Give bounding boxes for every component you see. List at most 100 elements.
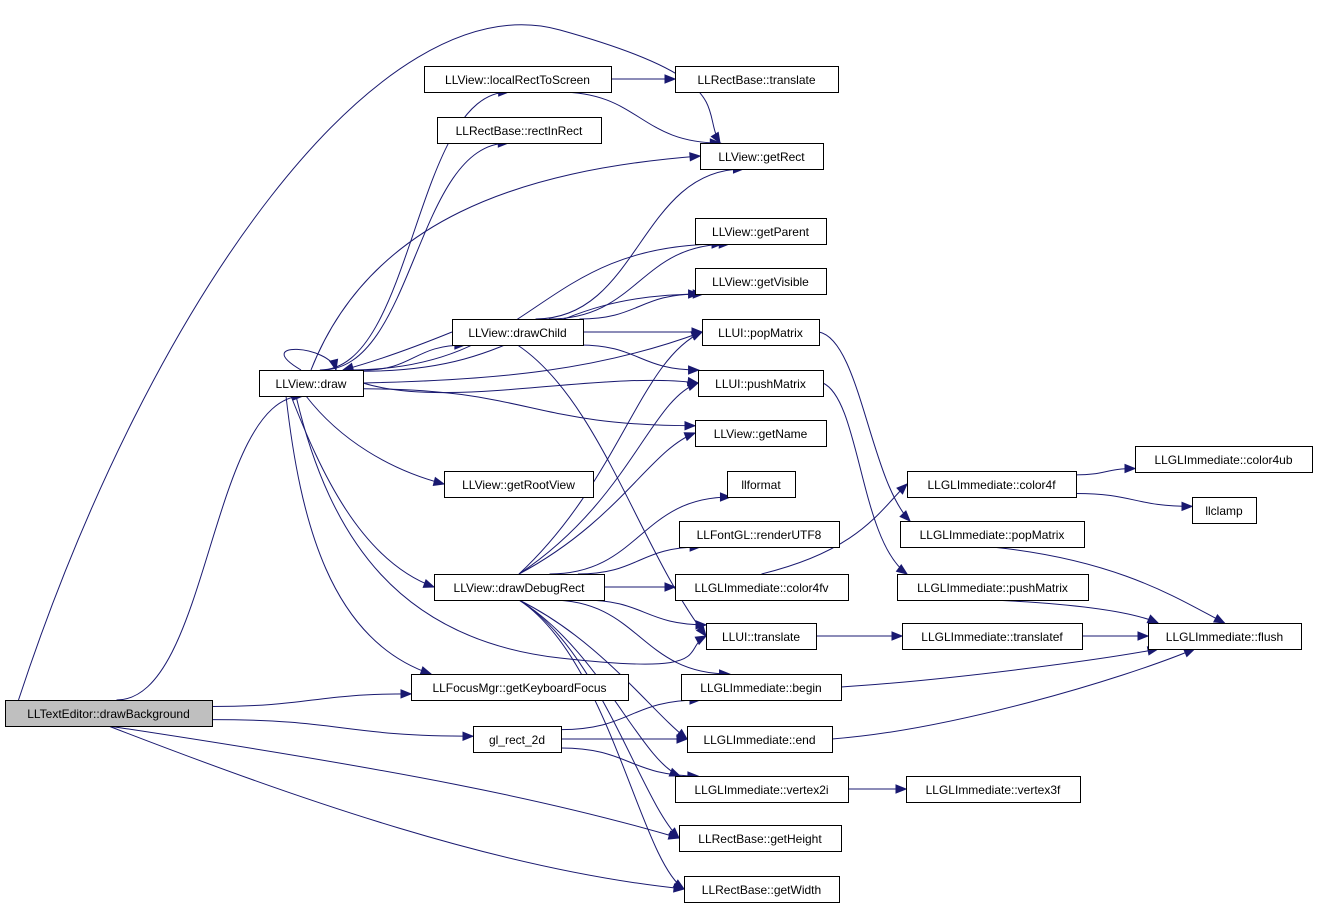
node-box-popMatrix[interactable] [702,319,820,346]
node-box-getHeight[interactable] [679,825,842,852]
edge-drawChild-to-getParent [548,243,730,320]
node-rectInRect[interactable]: LLRectBase::rectInRect [437,117,602,144]
node-getName[interactable]: LLView::getName [695,420,827,447]
node-drawChild[interactable]: LLView::drawChild [452,319,584,346]
node-box-getRect[interactable] [700,143,824,170]
node-gl_rect_2d[interactable]: gl_rect_2d [473,726,562,753]
edge-drawDebugRect-to-pushMatrix [518,382,699,575]
node-drawDebugRect[interactable]: LLView::drawDebugRect [434,574,605,601]
edge-draw-to-getRootView [305,395,445,485]
node-box-drawChild[interactable] [452,319,584,346]
node-box-color4ub[interactable] [1135,446,1313,473]
node-box-getWidth[interactable] [684,876,840,903]
edge-drawDebugRect-to-llformat-arrowhead [719,492,732,502]
node-box-localRectToScreen[interactable] [424,66,612,93]
node-box-glPushMatrix[interactable] [897,574,1089,601]
node-box-glPopMatrix[interactable] [900,521,1085,548]
node-box-getVisible[interactable] [695,268,827,295]
node-box-getName[interactable] [695,420,827,447]
node-end[interactable]: LLGLImmediate::end [687,726,833,753]
edge-drawChild-to-getVisible [579,293,699,320]
node-flush[interactable]: LLGLImmediate::flush [1148,623,1302,650]
node-box-getParent[interactable] [695,218,827,245]
edge-drawDebugRect-to-getWidth-arrowhead [672,879,686,890]
node-box-gl_rect_2d[interactable] [473,726,562,753]
node-glPopMatrix[interactable]: LLGLImmediate::popMatrix [900,521,1085,548]
node-box-getRootView[interactable] [444,471,594,498]
node-box-end[interactable] [687,726,833,753]
node-localRectToScreen[interactable]: LLView::localRectToScreen [424,66,612,93]
call-graph-nodes: LLTextEditor::drawBackground LLView::draw… [5,66,1313,903]
node-pushMatrix[interactable]: LLUI::pushMatrix [698,370,824,397]
edge-root-to-gl_rect_2d-arrowhead [462,731,475,741]
edge-gl_rect_2d-to-vertex2i [560,747,698,777]
edge-drawDebugRect-to-getName [518,432,696,575]
edge-glPopMatrix-to-flush-arrowhead [1212,613,1226,624]
node-begin[interactable]: LLGLImmediate::begin [681,674,842,701]
node-box-root[interactable] [5,700,213,727]
edge-root-to-getKeyboardFocus-arrowhead [400,689,413,699]
node-popMatrix[interactable]: LLUI::popMatrix [702,319,820,346]
node-color4fv[interactable]: LLGLImmediate::color4fv [675,574,849,601]
node-box-begin[interactable] [681,674,842,701]
edge-draw-to-draw [283,348,337,371]
edge-drawDebugRect-to-llformat [549,496,731,575]
node-box-vertex3f[interactable] [906,776,1081,803]
edge-translatef-to-flush-arrowhead [1137,631,1150,641]
node-box-pushMatrix[interactable] [698,370,824,397]
node-box-vertex2i[interactable] [675,776,849,803]
node-root[interactable]: LLTextEditor::drawBackground [5,700,213,727]
node-label-drawChild: LLView::drawChild [468,326,566,340]
node-translatef[interactable]: LLGLImmediate::translatef [902,623,1083,650]
node-getWidth[interactable]: LLRectBase::getWidth [684,876,840,903]
node-uiTranslate[interactable]: LLUI::translate [706,623,817,650]
node-box-color4f[interactable] [907,471,1077,498]
node-label-flush: LLGLImmediate::flush [1166,630,1283,644]
edge-root-to-draw [116,395,304,701]
node-draw[interactable]: LLView::draw [259,370,364,397]
node-vertex2i[interactable]: LLGLImmediate::vertex2i [675,776,849,803]
node-label-getWidth: LLRectBase::getWidth [702,883,821,897]
node-box-llclamp[interactable] [1192,497,1257,524]
node-getRootView[interactable]: LLView::getRootView [444,471,594,498]
edge-gl_rect_2d-to-end-arrowhead [676,734,689,744]
node-box-renderUTF8[interactable] [679,521,840,548]
node-translate_rect[interactable]: LLRectBase::translate [675,66,839,93]
node-getRect[interactable]: LLView::getRect [700,143,824,170]
node-getKeyboardFocus[interactable]: LLFocusMgr::getKeyboardFocus [411,674,629,701]
node-box-drawDebugRect[interactable] [434,574,605,601]
node-box-rectInRect[interactable] [437,117,602,144]
node-getVisible[interactable]: LLView::getVisible [695,268,827,295]
node-label-popMatrix: LLUI::popMatrix [718,326,803,340]
node-box-translatef[interactable] [902,623,1083,650]
node-glPushMatrix[interactable]: LLGLImmediate::pushMatrix [897,574,1089,601]
node-vertex3f[interactable]: LLGLImmediate::vertex3f [906,776,1081,803]
edge-drawDebugRect-to-getHeight [518,599,680,839]
node-label-drawDebugRect: LLView::drawDebugRect [454,581,586,595]
node-box-llformat[interactable] [727,471,796,498]
node-box-color4fv[interactable] [675,574,849,601]
edge-root-to-getHeight [108,725,680,839]
node-getHeight[interactable]: LLRectBase::getHeight [679,825,842,852]
node-box-translate_rect[interactable] [675,66,839,93]
node-renderUTF8[interactable]: LLFontGL::renderUTF8 [679,521,840,548]
node-llformat[interactable]: llformat [727,471,796,498]
node-box-flush[interactable] [1148,623,1302,650]
node-llclamp[interactable]: llclamp [1192,497,1257,524]
node-color4ub[interactable]: LLGLImmediate::color4ub [1135,446,1313,473]
node-label-llformat: llformat [741,478,781,492]
node-label-getRootView: LLView::getRootView [462,478,575,492]
edge-drawDebugRect-to-popMatrix-arrowhead [690,331,704,341]
node-box-draw[interactable] [259,370,364,397]
node-color4f[interactable]: LLGLImmediate::color4f [907,471,1077,498]
node-getParent[interactable]: LLView::getParent [695,218,827,245]
node-box-uiTranslate[interactable] [706,623,817,650]
node-label-color4fv: LLGLImmediate::color4fv [694,581,828,595]
node-label-vertex2i: LLGLImmediate::vertex2i [694,783,828,797]
edge-color4fv-to-color4f-arrowhead [896,483,908,495]
edge-draw-to-getParent [349,243,723,371]
edge-root-to-getRect [18,24,721,701]
edge-drawDebugRect-to-end [518,599,688,740]
node-box-getKeyboardFocus[interactable] [411,674,629,701]
